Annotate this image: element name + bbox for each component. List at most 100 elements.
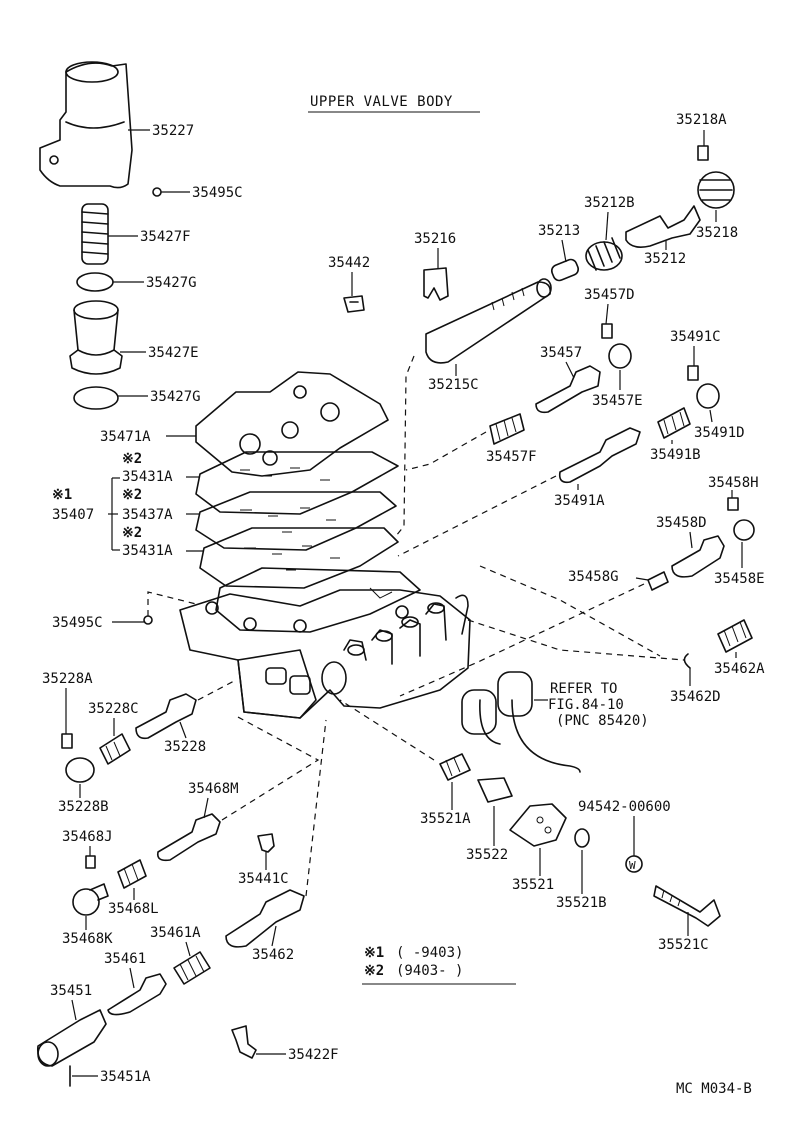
plug-35495c-top — [152, 187, 162, 197]
label-35228b: 35228B — [58, 799, 109, 815]
spring-35491b — [657, 407, 691, 439]
pin-35457d — [601, 323, 613, 339]
clip-35422f — [231, 1025, 257, 1059]
label-35521a: 35521A — [420, 811, 471, 827]
refer-line-2: FIG.84-10 — [548, 697, 624, 713]
retainer-35216 — [423, 267, 449, 301]
washer-35521b — [574, 828, 590, 848]
valve-35468m — [156, 813, 221, 862]
mark-1-group: ※1 — [52, 487, 72, 503]
plate-35431a-1 — [195, 451, 399, 515]
label-35468k: 35468K — [62, 931, 113, 947]
mark-2-a: ※2 — [122, 451, 142, 467]
refer-line-3: (PNC 85420) — [556, 713, 649, 729]
label-35462: 35462 — [252, 947, 294, 963]
label-35228: 35228 — [164, 739, 206, 755]
check-ball-35441c — [257, 833, 275, 853]
plug-35213 — [550, 258, 580, 282]
plug-35451 — [36, 1009, 107, 1067]
label-35461a: 35461A — [150, 925, 201, 941]
label-35468l: 35468L — [108, 901, 159, 917]
plug-35458e — [733, 519, 755, 541]
plug-35495c-mid — [143, 615, 153, 625]
label-35451a: 35451A — [100, 1069, 151, 1085]
valve-35462 — [225, 889, 305, 948]
note-row1-mark: ※1 — [364, 945, 384, 961]
label-35461: 35461 — [104, 951, 146, 967]
label-35457d: 35457D — [584, 287, 635, 303]
valve-35228 — [135, 693, 197, 740]
label-35427g-1: 35427G — [146, 275, 197, 291]
piston-35427e — [69, 300, 123, 375]
pin-35468j — [85, 855, 96, 869]
label-35491a: 35491A — [554, 493, 605, 509]
label-35458g: 35458G — [568, 569, 619, 585]
spring-35462a — [717, 619, 753, 653]
spring-35461a — [173, 951, 211, 985]
refer-line-1: REFER TO — [550, 681, 617, 697]
plate-35431a-2 — [199, 527, 399, 589]
pin-35218a — [697, 145, 709, 161]
upper-valve-body — [179, 589, 471, 719]
mark-2-c: ※2 — [122, 525, 142, 541]
label-35218a: 35218A — [676, 112, 727, 128]
plug-35457e — [608, 343, 632, 369]
label-35458d: 35458D — [656, 515, 707, 531]
bolt-35521c — [653, 885, 721, 927]
plug-35468k — [72, 883, 109, 916]
accumulator-cover-35227 — [39, 61, 133, 189]
valve-35461 — [107, 973, 167, 1016]
label-35457e: 35457E — [592, 393, 643, 409]
spring-35427f — [81, 203, 109, 265]
label-35431a-1: 35431A — [122, 469, 173, 485]
label-35437a: 35437A — [122, 507, 173, 523]
o-ring-35427g-2 — [73, 386, 119, 410]
plug-35228b — [65, 757, 95, 783]
label-35427e: 35427E — [148, 345, 199, 361]
label-35468m: 35468M — [188, 781, 239, 797]
label-35228c: 35228C — [88, 701, 139, 717]
label-35442: 35442 — [328, 255, 370, 271]
label-35457: 35457 — [540, 345, 582, 361]
label-35522: 35522 — [466, 847, 508, 863]
label-35228a: 35228A — [42, 671, 93, 687]
spring-35458g — [647, 571, 669, 591]
solenoid-assembly — [461, 671, 581, 773]
label-35216: 35216 — [414, 231, 456, 247]
label-35407: 35407 — [52, 507, 94, 523]
plug-35218 — [697, 171, 735, 209]
label-35431a-2: 35431A — [122, 543, 173, 559]
footer-code: MC M034-B — [676, 1081, 752, 1097]
spring-35228c — [99, 733, 131, 765]
plate-35437a — [195, 491, 397, 551]
separator-plate — [215, 567, 421, 633]
label-35427f: 35427F — [140, 229, 191, 245]
label-35521b: 35521B — [556, 895, 607, 911]
pin-35491c — [687, 365, 699, 381]
valve-35212 — [625, 205, 701, 248]
label-35212b: 35212B — [584, 195, 635, 211]
label-35457f: 35457F — [486, 449, 537, 465]
clip-35442 — [343, 295, 365, 313]
spring-35521a — [439, 753, 471, 781]
note-row2-mark: ※2 — [364, 963, 384, 979]
label-35458e: 35458E — [714, 571, 765, 587]
plug-35491d — [696, 383, 720, 409]
o-ring-35427g-1 — [76, 272, 114, 292]
label-35458h: 35458H — [708, 475, 759, 491]
solenoid-35521 — [509, 803, 567, 847]
label-35491b: 35491B — [650, 447, 701, 463]
valve-35491a — [558, 427, 641, 484]
label-35212: 35212 — [644, 251, 686, 267]
gasket-35471a — [195, 371, 389, 477]
clip-35462d — [683, 653, 691, 669]
valve-35457 — [535, 365, 601, 414]
spring-35457f — [489, 413, 525, 445]
note-row1-text: ( -9403) — [396, 945, 463, 961]
note-row2-text: (9403- ) — [396, 963, 463, 979]
label-35451: 35451 — [50, 983, 92, 999]
pin-35458h — [727, 497, 739, 511]
label-35495c-mid: 35495C — [52, 615, 103, 631]
label-35468j: 35468J — [62, 829, 113, 845]
